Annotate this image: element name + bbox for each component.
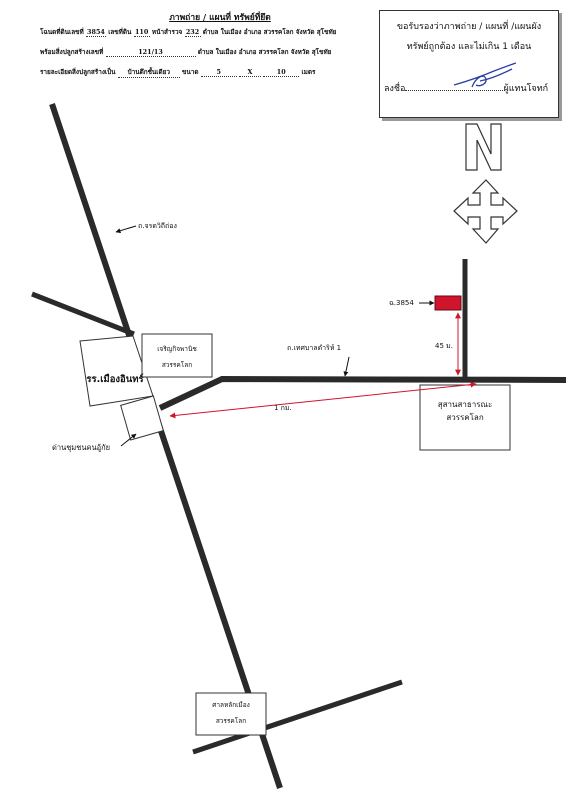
city-pillar-shrine <box>195 692 267 736</box>
left-road-label: ถ.จรดวิถีถ่อง <box>138 222 177 230</box>
page-title: ภาพถ่าย / แผนที่ ทรัพย์ที่ยึด <box>169 13 271 23</box>
road-bottom-cross <box>192 679 403 755</box>
checkpoint-label: ด่านชุมชนคนอู้กัย <box>52 443 111 452</box>
shrine-label-line-1: ศาลหลักเมือง <box>212 701 250 709</box>
road-diagonal <box>49 103 283 789</box>
property-marker <box>434 295 462 311</box>
times-sign: X <box>238 68 261 77</box>
signature-suffix: ผู้แทนโจทก์ <box>503 84 549 94</box>
main-road-label: ถ.เทศบาลดำริห์ 1 <box>287 344 342 352</box>
house-number: 121/13 <box>105 48 196 57</box>
bank-label-line-1: เจริญกิจพานิช <box>157 345 197 353</box>
public-health-label-line-1: สุสานสาธารณะ <box>437 400 493 409</box>
checkpoint-label-arrow <box>120 433 137 447</box>
building-detail-prefix: รายละเอียดสิ่งปลูกสร้างเป็น <box>40 68 116 76</box>
building-no-line: พร้อมสิ่งปลูกสร้างเลขที่ 121/13 ตำบล ในเ… <box>40 47 331 57</box>
deed-info-line: โฉนดที่ดินเลขที่ 3854 เลขที่ดิน 110 หน้า… <box>40 27 336 37</box>
shrine-label-line-2: สวรรคโลก <box>215 717 247 725</box>
compass-cross-icon <box>453 179 518 244</box>
public-health-label-line-2: สวรรคโลก <box>446 413 484 422</box>
bank-building <box>141 333 213 378</box>
left-road-label-arrow <box>115 225 137 234</box>
deed-number: 3854 <box>85 28 106 37</box>
building-detail-line: รายละเอียดสิ่งปลูกสร้างเป็น บ้านตึกชั้นเ… <box>40 67 315 78</box>
size-unit: เมตร <box>301 68 316 76</box>
building-no-prefix: พร้อมสิ่งปลูกสร้างเลขที่ <box>40 48 104 56</box>
distance-1km-label: 1 กม. <box>274 404 292 412</box>
signature-mark <box>453 62 517 88</box>
survey-page-number: 232 <box>184 28 201 37</box>
school-label: รร.เมืองอินทร์ <box>86 374 144 385</box>
road-branch-left <box>31 291 135 337</box>
north-arrow-icon <box>465 123 502 171</box>
building-length: 10 <box>263 68 300 77</box>
building-location: ตำบล ในเมือง อำเภอ สวรรคโลก จังหวัด สุโข… <box>197 48 332 56</box>
building-type: บ้านตึกชั้นเดียว <box>117 67 180 78</box>
page-prefix: หน้าสำรวจ <box>151 28 183 36</box>
deed-prefix: โฉนดที่ดินเลขที่ <box>40 28 84 36</box>
checkpoint-building <box>120 395 164 441</box>
deed-location: ตำบล ในเมือง อำเภอ สวรรคโลก จังหวัด สุโข… <box>202 28 337 36</box>
size-prefix: ขนาด <box>182 68 199 76</box>
main-road-label-arrow <box>343 356 350 377</box>
signature-prefix: ลงชื่อ <box>384 84 406 94</box>
building-width: 5 <box>200 68 237 77</box>
distance-1km-arrow <box>169 381 477 419</box>
distance-45m-label: 45 ม. <box>435 342 453 350</box>
compass-letter: N <box>474 130 475 131</box>
land-number: 110 <box>133 28 150 37</box>
bank-label-line-2: สวรรคโลก <box>161 361 193 369</box>
signature-line: ลงชื่อ ผู้แทนโจทก์ <box>384 81 548 95</box>
certification-line-1: ขอรับรองว่าภาพถ่าย / แผนที่ /แผนผัง <box>396 22 542 32</box>
certification-box: ขอรับรองว่าภาพถ่าย / แผนที่ /แผนผัง ทรัพ… <box>379 10 559 118</box>
property-label: ฉ.3854 <box>389 299 414 307</box>
certification-line-2: ทรัพย์ถูกต้อง และไม่เกิน 1 เดือน <box>406 42 532 52</box>
land-no-prefix: เลขที่ดิน <box>108 28 132 36</box>
